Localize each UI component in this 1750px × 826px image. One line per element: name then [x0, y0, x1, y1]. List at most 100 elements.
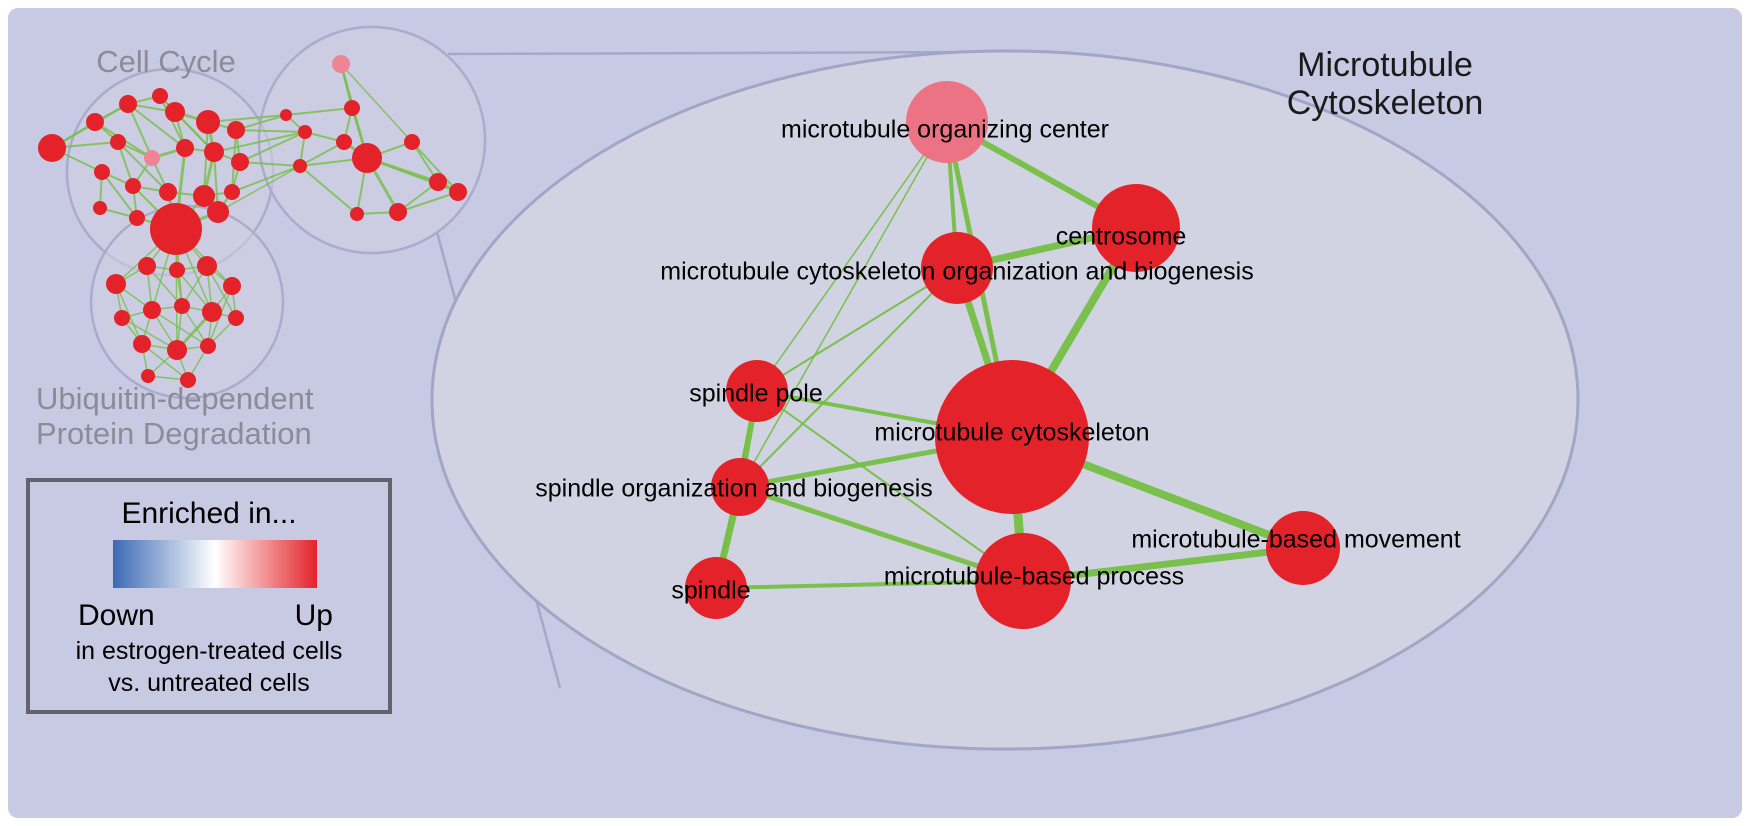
overview-node[interactable] — [106, 274, 126, 294]
node-label: spindle organization and biogenesis — [535, 475, 933, 503]
overview-node[interactable] — [227, 121, 245, 139]
overview-node[interactable] — [119, 95, 137, 113]
detail-edge — [739, 121, 948, 488]
overview-node[interactable] — [298, 125, 312, 139]
legend-box — [26, 478, 392, 714]
node-microtubule-cytoskeleton[interactable] — [935, 360, 1089, 514]
overview-edge — [115, 283, 143, 345]
overview-node[interactable] — [150, 203, 202, 255]
overview-node[interactable] — [344, 100, 360, 116]
overview-node[interactable] — [389, 203, 407, 221]
node-label: microtubule cytoskeleton organization an… — [660, 258, 1253, 286]
overview-node[interactable] — [133, 335, 151, 353]
detail-edge — [739, 267, 958, 488]
legend-caption-line1: in estrogen-treated cells — [76, 637, 343, 665]
node-label: microtubule organizing center — [781, 116, 1109, 144]
overview-node[interactable] — [204, 142, 224, 162]
overview-edge — [239, 161, 301, 167]
cluster-label-ubiquitin-line2: Protein Degradation — [36, 416, 312, 451]
overview-node[interactable] — [174, 298, 190, 314]
node-label: microtubule-based movement — [1131, 526, 1460, 554]
overview-node[interactable] — [336, 134, 352, 150]
overview-node[interactable] — [144, 150, 160, 166]
node-spindle-organization-and-biogenesis[interactable] — [711, 458, 769, 516]
overview-node[interactable] — [110, 134, 126, 150]
overview-node[interactable] — [223, 277, 241, 295]
legend-down-label: Down — [78, 599, 155, 632]
overview-node[interactable] — [352, 143, 382, 173]
detail-edge — [714, 579, 1025, 590]
overview-node[interactable] — [114, 310, 130, 326]
overview-node[interactable] — [224, 184, 240, 200]
overview-node[interactable] — [280, 109, 292, 121]
overview-edge — [411, 141, 459, 193]
overview-edge — [117, 141, 169, 193]
overview-edge — [121, 317, 178, 351]
overview-edge — [231, 165, 301, 193]
overview-node[interactable] — [86, 113, 104, 131]
overview-node[interactable] — [404, 134, 420, 150]
overview-edge — [101, 171, 138, 219]
detail-labels: microtubule organizing center centrosome m… — [535, 116, 1460, 605]
legend-gradient-bar — [113, 540, 317, 588]
overview-edge — [213, 131, 306, 153]
overview-node[interactable] — [159, 183, 177, 201]
overview-edge — [235, 129, 306, 133]
detail-edge — [737, 484, 1026, 584]
overview-edge — [203, 121, 209, 197]
overview-node[interactable] — [165, 102, 185, 122]
node-centrosome[interactable] — [1092, 184, 1180, 272]
overview-node[interactable] — [193, 185, 215, 207]
overview-edge — [207, 114, 287, 123]
overview-edge — [299, 165, 358, 215]
overview-edge — [285, 107, 353, 116]
overview-edge — [397, 191, 459, 213]
overview-node[interactable] — [94, 164, 110, 180]
zoom-title-line1: Microtubule — [1297, 46, 1473, 84]
node-spindle[interactable] — [685, 557, 747, 619]
overview-node[interactable] — [93, 201, 107, 215]
node-spindle-pole[interactable] — [726, 360, 788, 422]
overview-node[interactable] — [293, 159, 307, 173]
node-microtubule-based-process[interactable] — [975, 533, 1071, 629]
overview-node[interactable] — [38, 134, 66, 162]
overview-node[interactable] — [138, 257, 156, 275]
overview-node[interactable] — [429, 173, 447, 191]
overview-node[interactable] — [332, 55, 350, 73]
overview-node[interactable] — [129, 210, 145, 226]
overview-node[interactable] — [176, 139, 194, 157]
overview-node[interactable] — [141, 369, 155, 383]
overview-node[interactable] — [167, 340, 187, 360]
legend-caption-line2: vs. untreated cells — [108, 669, 310, 697]
overview-node[interactable] — [207, 201, 229, 223]
overview-edge — [141, 343, 189, 381]
callout-line-top — [447, 50, 1011, 56]
node-microtubule-based-movement[interactable] — [1266, 511, 1340, 585]
detail-edge — [756, 121, 948, 392]
overview-node[interactable] — [200, 338, 216, 354]
zoom-title-line2: Cytoskeleton — [1287, 84, 1484, 122]
overview-node[interactable] — [449, 183, 467, 201]
overview-node[interactable] — [143, 301, 161, 319]
overview-node[interactable] — [180, 372, 196, 388]
legend-up-label: Up — [295, 599, 333, 632]
node-label: spindle pole — [689, 380, 822, 408]
overview-node[interactable] — [196, 110, 220, 134]
overview-edge — [127, 103, 153, 159]
overview-node[interactable] — [231, 153, 249, 171]
overview-edge — [299, 141, 345, 167]
node-microtubule-organizing-center[interactable] — [906, 81, 988, 163]
overview-node[interactable] — [169, 262, 185, 278]
node-label: microtubule-based process — [884, 563, 1184, 591]
overview-node[interactable] — [350, 207, 364, 221]
overview-node[interactable] — [228, 310, 244, 326]
overview-node[interactable] — [202, 302, 222, 322]
node-label: spindle — [671, 577, 750, 605]
overview-node[interactable] — [152, 88, 168, 104]
overview-node[interactable] — [125, 178, 141, 194]
node-label: centrosome — [1056, 223, 1187, 251]
detail-edge — [756, 267, 958, 392]
node-microtubule-cytoskeleton-organization-and-biogenesis[interactable] — [921, 232, 993, 304]
overview-node[interactable] — [197, 256, 217, 276]
